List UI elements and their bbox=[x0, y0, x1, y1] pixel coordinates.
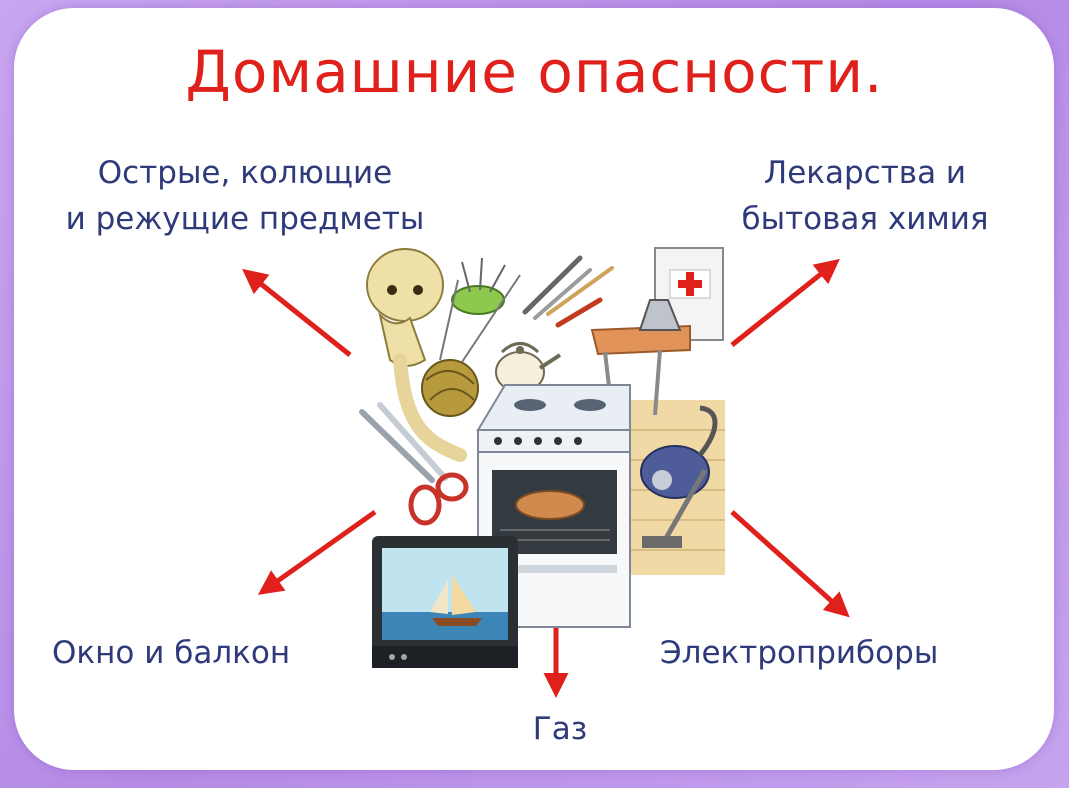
scissors-icon bbox=[359, 402, 469, 526]
arrow-to-window bbox=[257, 509, 377, 595]
arrow-to-meds bbox=[730, 258, 840, 347]
label-meds-line-2: бытовая химия bbox=[741, 201, 989, 237]
label-sharp-line-2: и режущие предметы bbox=[65, 201, 425, 237]
label-gas: Газ bbox=[532, 711, 588, 747]
electric-socket-icon bbox=[366, 248, 467, 462]
television-icon bbox=[372, 536, 518, 668]
ironing-board-icon bbox=[590, 299, 691, 416]
label-electric-appliances: Электроприборы bbox=[660, 635, 939, 671]
label-window-balcony: Окно и балкон bbox=[52, 635, 291, 671]
pin-cushion-icon bbox=[451, 257, 506, 315]
label-meds-line-1: Лекарства и bbox=[763, 155, 967, 191]
label-sharp-line-1: Острые, колющие bbox=[97, 155, 393, 191]
yarn-ball-icon bbox=[421, 274, 521, 417]
page-title: Домашние опасности. bbox=[185, 38, 884, 106]
arrow-to-sharp bbox=[242, 268, 352, 357]
vacuum-cleaner-icon bbox=[640, 405, 718, 548]
arrow-to-electric bbox=[730, 510, 850, 618]
knives-fork-icon bbox=[522, 255, 614, 328]
label-medicines: Лекарства и бытовая химия bbox=[700, 150, 1030, 242]
label-sharp-objects: Острые, колющие и режущие предметы bbox=[20, 150, 470, 242]
